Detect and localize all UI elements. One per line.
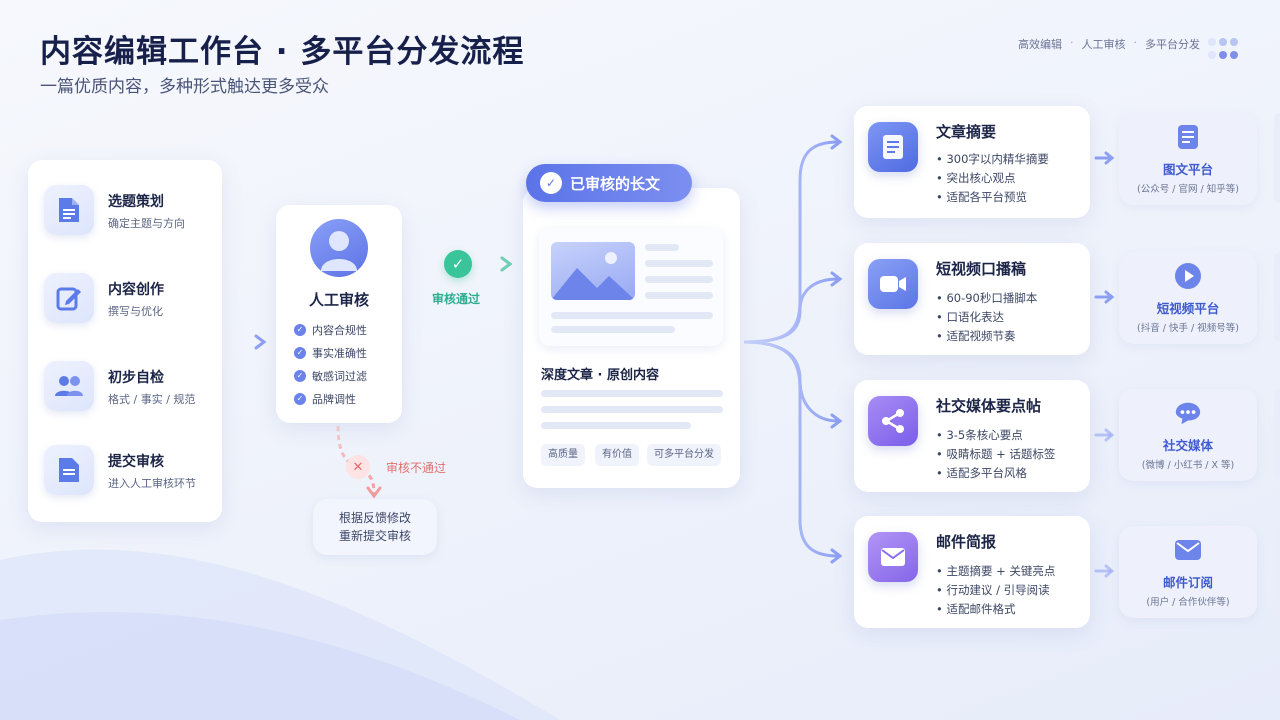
platform-card-article[interactable]: 图文平台 (公众号 / 官网 / 知乎等) xyxy=(1119,113,1257,205)
output-bullet: • 行动建议 / 引导阅读 xyxy=(936,583,1050,597)
rework-line: 根据反馈修改 xyxy=(338,511,411,525)
review-check-item: ✓事实准确性 xyxy=(294,345,367,361)
review-title: 人工审核 xyxy=(308,291,369,309)
check-icon: ✓ xyxy=(294,370,306,382)
platform-name: 邮件订阅 xyxy=(1162,575,1213,590)
platform-card-short-video[interactable]: 短视频平台 (抖音 / 快手 / 视频号等) xyxy=(1119,252,1257,344)
pass-check-icon: ✓ xyxy=(444,250,472,278)
users-icon xyxy=(44,361,94,411)
document-icon xyxy=(868,122,918,172)
step-content-creation[interactable]: 内容创作 撰写与优化 xyxy=(44,273,214,329)
tag-separator: · xyxy=(1133,36,1138,49)
output-bullet: • 适配邮件格式 xyxy=(936,602,1016,616)
output-bullet: • 吸睛标题 + 话题标签 xyxy=(936,447,1056,461)
platform-name: 短视频平台 xyxy=(1156,301,1220,316)
workflow-steps-panel: 选题策划 确定主题与方向 内容创作 撰写与优化 初步自检 格式 / 事实 / 规… xyxy=(28,160,222,522)
output-bullet: • 突出核心观点 xyxy=(936,171,1016,185)
fail-label: 审核不通过 xyxy=(386,461,447,475)
edge-card-fragment xyxy=(1274,113,1280,203)
edge-card-fragment xyxy=(1274,252,1280,342)
output-title: 社交媒体要点帖 xyxy=(936,397,1042,415)
header-tags: 高效编辑 · 人工审核 · 多平台分发 xyxy=(1018,36,1200,52)
pass-label: 审核通过 xyxy=(432,292,481,306)
platform-card-social[interactable]: 社交媒体 (微博 / 小红书 / X 等) xyxy=(1119,389,1257,481)
step-desc: 格式 / 事实 / 规范 xyxy=(108,393,196,406)
platform-desc: (用户 / 合作伙伴等) xyxy=(1146,597,1230,608)
rework-line: 重新提交审核 xyxy=(338,529,411,543)
output-card-email-brief[interactable]: 邮件简报 • 主题摘要 + 关键亮点 • 行动建议 / 引导阅读 • 适配邮件格… xyxy=(854,516,1090,628)
approved-article-card[interactable]: 深度文章 · 原创内容 高质量 有价值 可多平台分发 xyxy=(523,188,740,488)
fail-x-icon: ✕ xyxy=(346,455,370,479)
mail-icon xyxy=(1174,536,1202,564)
step-title: 提交审核 xyxy=(108,454,164,470)
step-title: 内容创作 xyxy=(108,282,164,298)
article-tag: 有价值 xyxy=(595,444,639,466)
edit-icon xyxy=(44,273,94,323)
check-circle-icon: ✓ xyxy=(540,172,562,194)
step-desc: 进入人工审核环节 xyxy=(108,477,196,490)
output-bullet: • 口语化表达 xyxy=(936,310,1004,324)
output-card-social-post[interactable]: 社交媒体要点帖 • 3-5条核心要点 • 吸睛标题 + 话题标签 • 适配多平台… xyxy=(854,380,1090,492)
step-title: 初步自检 xyxy=(108,370,164,386)
article-icon xyxy=(1174,123,1202,151)
check-icon: ✓ xyxy=(294,324,306,336)
output-bullet: • 3-5条核心要点 xyxy=(936,428,1023,442)
article-preview xyxy=(539,228,723,346)
check-icon: ✓ xyxy=(294,393,306,405)
output-bullet: • 适配多平台风格 xyxy=(936,466,1027,480)
header-tag: 人工审核 xyxy=(1081,38,1126,51)
review-check-item: ✓敏感词过滤 xyxy=(294,368,367,384)
step-topic-planning[interactable]: 选题策划 确定主题与方向 xyxy=(44,185,214,241)
output-title: 邮件简报 xyxy=(936,533,997,551)
submit-icon xyxy=(44,445,94,495)
platform-name: 图文平台 xyxy=(1162,162,1213,177)
output-title: 短视频口播稿 xyxy=(936,260,1027,278)
platform-desc: (微博 / 小红书 / X 等) xyxy=(1141,460,1235,471)
article-tag: 高质量 xyxy=(541,444,585,466)
header-tag: 多平台分发 xyxy=(1145,38,1200,51)
step-desc: 撰写与优化 xyxy=(108,305,163,318)
rework-card[interactable]: 根据反馈修改 重新提交审核 xyxy=(313,499,437,555)
output-bullet: • 300字以内精华摘要 xyxy=(936,152,1049,166)
output-bullet: • 主题摘要 + 关键亮点 xyxy=(936,564,1056,578)
video-icon xyxy=(868,259,918,309)
output-bullet: • 60-90秒口播脚本 xyxy=(936,291,1038,305)
review-check-item: ✓内容合规性 xyxy=(294,322,367,338)
image-icon xyxy=(551,242,635,300)
output-bullet: • 适配各平台预览 xyxy=(936,190,1027,204)
step-submit-review[interactable]: 提交审核 进入人工审核环节 xyxy=(44,445,214,501)
mail-icon xyxy=(868,532,918,582)
manual-review-card[interactable]: 人工审核 ✓内容合规性 ✓事实准确性 ✓敏感词过滤 ✓品牌调性 xyxy=(276,205,402,423)
play-icon xyxy=(1174,262,1202,290)
chat-icon xyxy=(1174,399,1202,427)
platform-name: 社交媒体 xyxy=(1162,438,1213,453)
page-title: 内容编辑工作台 · 多平台分发流程 xyxy=(40,34,525,70)
output-title: 文章摘要 xyxy=(936,123,997,141)
tag-separator: · xyxy=(1070,36,1074,49)
step-title: 选题策划 xyxy=(108,194,164,210)
review-check-item: ✓品牌调性 xyxy=(294,391,356,407)
decorative-dots-icon xyxy=(1208,38,1240,60)
document-icon xyxy=(44,185,94,235)
share-icon xyxy=(868,396,918,446)
platform-desc: (抖音 / 快手 / 视频号等) xyxy=(1137,323,1239,334)
platform-card-email[interactable]: 邮件订阅 (用户 / 合作伙伴等) xyxy=(1119,526,1257,618)
check-icon: ✓ xyxy=(294,347,306,359)
step-self-check[interactable]: 初步自检 格式 / 事实 / 规范 xyxy=(44,361,214,417)
header-tag: 高效编辑 xyxy=(1018,38,1062,51)
output-card-video-script[interactable]: 短视频口播稿 • 60-90秒口播脚本 • 口语化表达 • 适配视频节奏 xyxy=(854,243,1090,355)
output-bullet: • 适配视频节奏 xyxy=(936,329,1016,343)
output-card-summary[interactable]: 文章摘要 • 300字以内精华摘要 • 突出核心观点 • 适配各平台预览 xyxy=(854,106,1090,218)
article-title: 深度文章 · 原创内容 xyxy=(541,368,659,383)
step-desc: 确定主题与方向 xyxy=(108,217,185,230)
platform-desc: (公众号 / 官网 / 知乎等) xyxy=(1137,184,1239,195)
edge-card-fragment xyxy=(1274,526,1280,616)
page-subtitle: 一篇优质内容，多种形式触达更多受众 xyxy=(40,77,329,97)
article-tag: 可多平台分发 xyxy=(647,444,721,466)
edge-card-fragment xyxy=(1274,389,1280,479)
approved-badge: ✓ 已审核的长文 xyxy=(526,164,692,202)
reviewer-avatar-icon xyxy=(310,219,368,277)
